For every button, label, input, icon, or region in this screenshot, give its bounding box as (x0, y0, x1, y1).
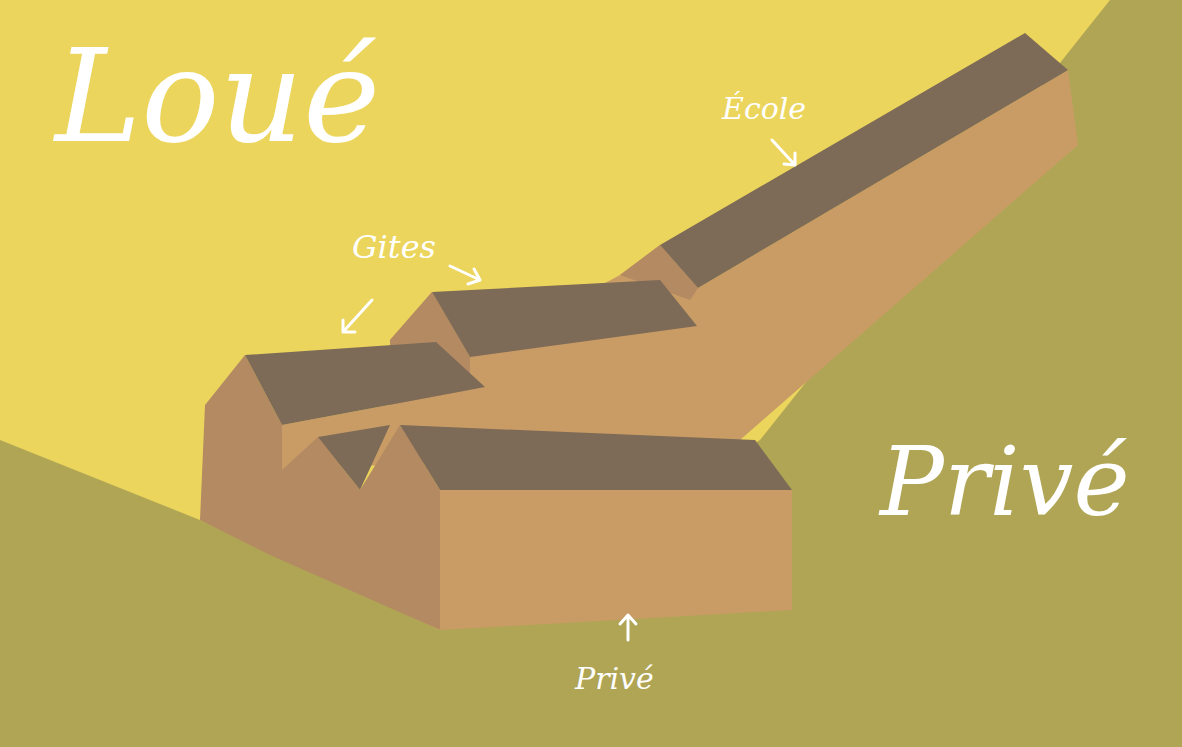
private-roof (318, 425, 390, 490)
leader-arrow (772, 140, 795, 165)
region-title: Loué (55, 25, 380, 168)
building-label: École (722, 92, 806, 125)
gite-roof (245, 342, 485, 425)
private-wall (440, 490, 792, 630)
gite-roof (432, 280, 697, 357)
private-roof (400, 425, 792, 490)
region-title: Privé (880, 430, 1130, 535)
leader-arrow (450, 266, 480, 284)
rented-ground (0, 0, 1110, 630)
leader-arrow (343, 300, 372, 332)
building-label: Gites (352, 230, 436, 265)
leader-arrow (620, 615, 636, 640)
building-label: Privé (575, 662, 654, 695)
school-roof (660, 33, 1068, 288)
